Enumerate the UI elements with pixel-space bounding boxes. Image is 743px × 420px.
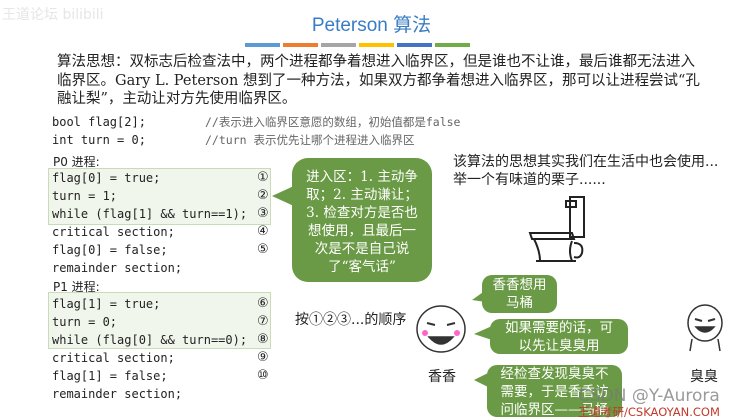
bubble2-pointer <box>474 326 492 340</box>
step-number: ① <box>257 170 269 185</box>
accent-bar <box>359 43 394 47</box>
chouchou-face-icon <box>687 304 723 352</box>
watermark-top: 王道论坛 bilibili <box>2 7 104 23</box>
p0-code-line: critical section; <box>52 225 175 239</box>
accent-bar <box>397 43 432 47</box>
declaration-code: bool flag[2]; <box>52 115 146 129</box>
declaration-code: int turn = 0; <box>52 133 146 147</box>
p1-code-line: remainder section; <box>52 387 183 401</box>
accent-bar <box>245 43 280 47</box>
step-number: ⑩ <box>257 368 269 383</box>
p1-code-line: flag[1] = false; <box>52 369 168 383</box>
accent-bar <box>283 43 318 47</box>
p0-code-line: turn = 1; <box>52 189 118 203</box>
step-number: ④ <box>257 224 269 239</box>
bubble-1: 香香想用马桶 <box>482 275 557 313</box>
order-note: 按①②③...的顺序 <box>295 312 407 328</box>
callout-pointer <box>272 185 296 207</box>
p1-code-line: critical section; <box>52 351 175 365</box>
p1-code-line: while (flag[0] && turn==0); <box>52 333 248 347</box>
step-number: ⑤ <box>257 242 269 257</box>
page-title: Peterson 算法 <box>311 15 432 36</box>
step-number: ② <box>257 188 269 203</box>
name-right: 臭臭 <box>690 369 718 385</box>
step-number: ⑦ <box>257 314 269 329</box>
bubble3-pointer <box>474 372 490 388</box>
intro-paragraph: 算法思想：双标志后检查法中，两个进程都争着想进入临界区，但是谁也不让谁，最后谁都… <box>57 54 700 107</box>
p0-code-line: flag[0] = false; <box>52 243 168 257</box>
p0-entry-highlight <box>48 168 271 225</box>
p1-entry-highlight <box>48 292 271 349</box>
toilet-icon <box>528 196 585 262</box>
entry-callout: 进入区：1. 主动争取；2. 主动谦让；3. 检查对方是否也想使用，且最后一次是… <box>292 158 432 282</box>
csdn-watermark: CSDN @Y-Aurora <box>578 386 720 406</box>
step-number: ⑨ <box>257 350 269 365</box>
step-number: ⑥ <box>257 296 269 311</box>
bubble-2: 如果需要的话，可以先让臭臭用 <box>490 319 628 354</box>
step-number: ⑧ <box>257 332 269 347</box>
accent-bar <box>435 43 470 47</box>
xiangxiang-face-icon <box>416 305 466 353</box>
example-text: 该算法的思想其实我们在生活中也会使用... 举一个有味道的栗子...... <box>453 154 719 188</box>
p0-code-line: remainder section; <box>52 261 183 275</box>
accent-bar <box>321 43 356 47</box>
site-watermark: 王道考研/CSKAOYAN.COM <box>578 405 720 419</box>
name-left: 香香 <box>428 369 456 385</box>
bubble-3: 经检查发现臭臭不需要，于是香香访问临界区——马桶 <box>487 365 622 418</box>
p0-code-line: flag[0] = true; <box>52 171 161 185</box>
p1-label: P1 进程: <box>53 280 100 294</box>
declaration-comment: //turn 表示优先让哪个进程进入临界区 <box>205 133 415 147</box>
p1-code-line: turn = 0; <box>52 315 118 329</box>
p0-label: P0 进程: <box>53 155 100 169</box>
declaration-comment: //表示进入临界区意愿的数组，初始值都是false <box>205 115 461 129</box>
p0-code-line: while (flag[1] && turn==1); <box>52 207 248 221</box>
p1-code-line: flag[1] = true; <box>52 297 161 311</box>
step-number: ③ <box>257 206 269 221</box>
